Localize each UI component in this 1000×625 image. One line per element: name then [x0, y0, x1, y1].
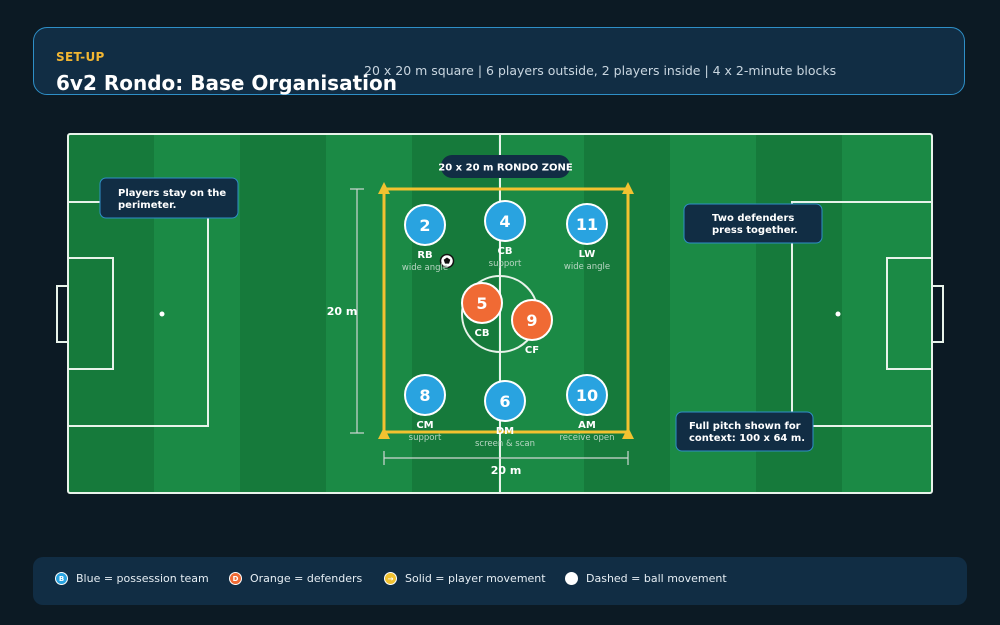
- ball-icon: [439, 253, 455, 269]
- player-role: AM: [578, 420, 596, 431]
- legend-label: Blue = possession team: [76, 572, 209, 585]
- zone-label-pill: [441, 155, 570, 178]
- zone-corner-marker: [378, 427, 390, 439]
- player-number: 4: [499, 212, 510, 231]
- player-circle: [511, 299, 553, 341]
- player-circle: [404, 374, 446, 416]
- zone-corner-marker: [622, 427, 634, 439]
- legend-item-solid: → Solid = player movement: [384, 572, 546, 585]
- player-role: LW: [579, 249, 596, 260]
- header-panel: SET-UP 20 x 20 m square | 6 players outs…: [33, 27, 965, 95]
- orange-team-icon: D: [229, 572, 242, 585]
- player-circle: [566, 374, 608, 416]
- legend-item-orange: D Orange = defenders: [229, 572, 362, 585]
- header-kicker: SET-UP: [56, 50, 105, 64]
- svg-text:Players stay on the: Players stay on the: [118, 188, 226, 199]
- player-marker-orange: 9CF: [511, 299, 553, 356]
- dimension-horizontal: [383, 451, 629, 465]
- svg-text:Two defenders: Two defenders: [712, 213, 794, 224]
- legend-item-dashed: Dashed = ball movement: [565, 572, 727, 585]
- left-penalty-spot: [159, 311, 165, 317]
- header-subtitle: 20 x 20 m square | 6 players outside, 2 …: [364, 63, 837, 78]
- player-number: 5: [476, 294, 487, 313]
- arrow-right-icon: →: [384, 572, 397, 585]
- player-marker-blue: 2RB wide angle: [402, 204, 448, 273]
- player-circle: [404, 204, 446, 246]
- player-circle: [566, 203, 608, 245]
- rondo-zone-square: [382, 187, 630, 434]
- player-circle: [461, 282, 503, 324]
- player-role: CM: [416, 420, 433, 431]
- svg-text:press together.: press together.: [712, 225, 798, 236]
- legend-label: Orange = defenders: [250, 572, 363, 585]
- left-goal: [56, 285, 69, 343]
- right-penalty-spot: [835, 311, 841, 317]
- player-number: 2: [419, 216, 430, 235]
- player-note: receive open: [560, 433, 615, 443]
- right-goal: [931, 285, 944, 343]
- player-role: DM: [496, 426, 514, 437]
- player-number: 6: [499, 392, 510, 411]
- callout-full-pitch: Full pitch shown for context: 100 x 64 m…: [675, 411, 814, 452]
- zone-corner-marker: [622, 182, 634, 194]
- player-note: wide angle: [402, 263, 448, 273]
- player-number: 11: [576, 215, 598, 234]
- svg-text:perimeter.: perimeter.: [118, 200, 176, 211]
- player-role: CF: [525, 345, 539, 356]
- player-note: support: [409, 433, 442, 443]
- dimension-label-horizontal: 20 m: [491, 464, 522, 477]
- legend-panel: B Blue = possession team D Orange = defe…: [33, 557, 967, 605]
- player-marker-blue: 4CB support: [484, 200, 526, 269]
- player-role: CB: [498, 246, 513, 257]
- dimension-vertical: [350, 188, 364, 434]
- player-circle: [484, 380, 526, 422]
- legend-label: Solid = player movement: [405, 572, 546, 585]
- player-role: RB: [417, 250, 432, 261]
- legend-label: Dashed = ball movement: [586, 572, 727, 585]
- svg-text:context: 100 x 64 m.: context: 100 x 64 m.: [689, 433, 805, 444]
- player-role: CB: [475, 328, 490, 339]
- zone-corner-marker: [378, 182, 390, 194]
- svg-text:Full pitch shown for: Full pitch shown for: [689, 421, 801, 432]
- callout-perimeter: Players stay on the perimeter.: [99, 177, 239, 219]
- callout-defenders: Two defenders press together.: [683, 203, 823, 244]
- player-note: wide angle: [564, 262, 610, 272]
- legend-item-blue: B Blue = possession team: [55, 572, 209, 585]
- blue-team-icon: B: [55, 572, 68, 585]
- player-number: 10: [576, 386, 598, 405]
- player-note: screen & scan: [475, 439, 535, 449]
- player-marker-orange: 5CB: [461, 282, 503, 339]
- page-title: 6v2 Rondo: Base Organisation: [56, 71, 397, 95]
- player-number: 9: [526, 311, 537, 330]
- ball-dot-icon: [565, 572, 578, 585]
- dimension-label-vertical: 20 m: [327, 305, 358, 318]
- player-number: 8: [419, 386, 430, 405]
- zone-label: 20 x 20 m RONDO ZONE: [438, 163, 573, 174]
- player-note: support: [489, 259, 522, 269]
- player-marker-blue: 8CM support: [404, 374, 446, 443]
- player-marker-blue: 6DM screen & scan: [475, 380, 535, 449]
- player-circle: [484, 200, 526, 242]
